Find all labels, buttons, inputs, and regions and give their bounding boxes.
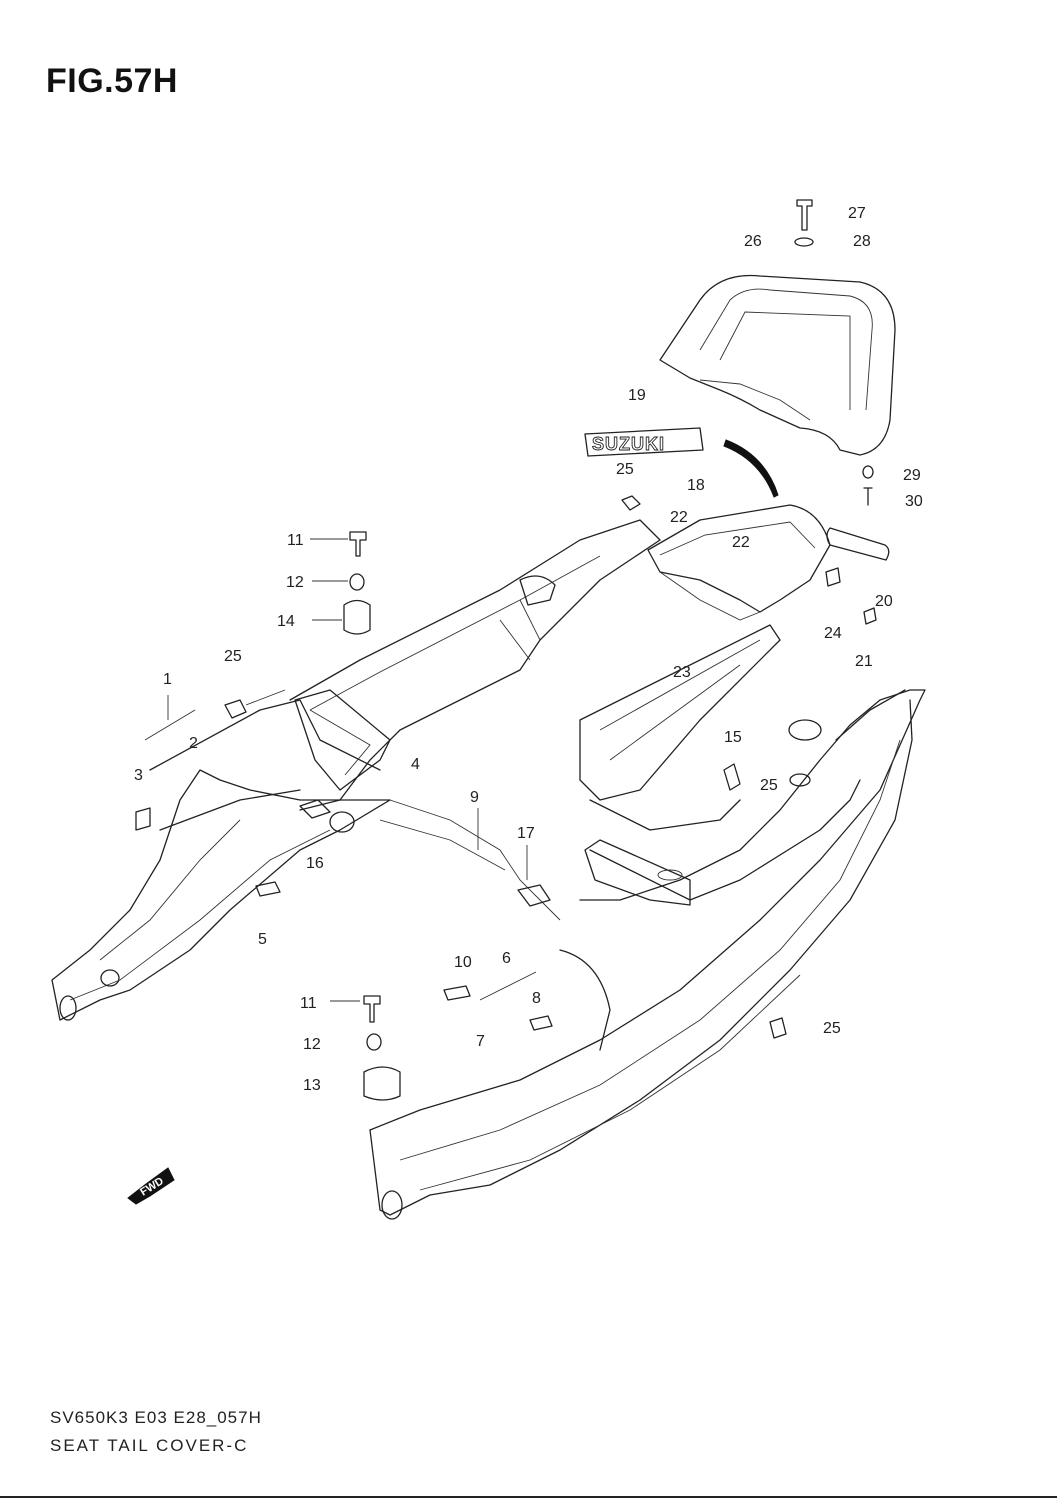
fwd-arrow: FWD: [127, 1167, 175, 1205]
pad-20: [826, 527, 890, 561]
callout-12-lower: 12: [303, 1036, 321, 1053]
callout-11-upper: 11: [287, 532, 304, 549]
callout-13: 13: [303, 1077, 321, 1094]
callout-3: 3: [134, 767, 143, 784]
bolt-stack-lower: [330, 995, 401, 1101]
callout-18: 18: [687, 477, 705, 494]
upper-frame-rail: [289, 519, 661, 811]
callout-5: 5: [258, 931, 267, 948]
clip-25-lower: [769, 1017, 787, 1039]
callout-17: 17: [517, 825, 535, 842]
callout-4: 4: [411, 756, 420, 773]
callout-19: 19: [628, 387, 646, 404]
callout-9: 9: [470, 789, 479, 806]
callout-29: 29: [903, 467, 921, 484]
callout-10: 10: [454, 954, 472, 971]
callout-7: 7: [476, 1033, 485, 1050]
bracket-4: [294, 689, 391, 791]
tail-cowl-right: [369, 689, 926, 1220]
figure-code: SV650K3 E03 E28_057H: [50, 1408, 262, 1427]
clip-24: [825, 567, 841, 587]
callout-23: 23: [673, 664, 691, 681]
center-cover-22: [647, 504, 831, 621]
callout-24: 24: [824, 625, 842, 642]
seat-lock-area: [584, 839, 691, 906]
callout-25-left: 25: [224, 648, 242, 665]
bolt-stack-upper: [310, 531, 371, 635]
callout-15: 15: [724, 729, 742, 746]
callout-25-lower: 25: [823, 1020, 841, 1037]
callout-16: 16: [306, 855, 324, 872]
grab-rail: [659, 274, 896, 456]
tray-23: [579, 624, 781, 831]
small-pads: [135, 807, 553, 1031]
bolt-27-washer: [794, 199, 814, 247]
fastener-16: [299, 799, 331, 819]
left-side-cover: [51, 699, 391, 1021]
callout-22-a: 22: [670, 509, 688, 526]
page-bottom-rule: [0, 1496, 1057, 1498]
callout-12-upper: 12: [286, 574, 304, 591]
callout-2: 2: [189, 735, 198, 752]
clip-25-upper: [621, 495, 641, 511]
item-21: [863, 607, 877, 625]
callout-8: 8: [532, 990, 541, 1007]
grommet-15: [723, 763, 741, 791]
clip-25-left: [224, 699, 247, 719]
callout-20: 20: [875, 593, 893, 610]
callout-27: 27: [848, 205, 866, 222]
figure-name: SEAT TAIL COVER-C: [50, 1436, 249, 1455]
callout-26: 26: [744, 233, 762, 250]
cable-9-17: [379, 799, 561, 921]
callout-25-center: 25: [760, 777, 778, 794]
callout-1: 1: [163, 671, 172, 688]
callout-21: 21: [855, 653, 873, 670]
figure-title: FIG.57H: [46, 62, 178, 100]
callout-14: 14: [277, 613, 295, 630]
suzuki-emblem: SUZUKI: [584, 427, 704, 457]
callout-22-b: 22: [732, 534, 750, 551]
callout-25-upper: 25: [616, 461, 634, 478]
seal-strip-18: [723, 439, 779, 498]
callout-30: 30: [905, 493, 923, 510]
callout-6: 6: [502, 950, 511, 967]
callout-11-lower: 11: [300, 995, 317, 1012]
suzuki-logo-text: SUZUKI: [592, 434, 665, 454]
callout-labels: 1 2 3 4 5 6 7 8 9 10 11 11 12 12 13 14 1…: [134, 205, 923, 1094]
bolt-29-30: [862, 465, 874, 506]
callout-28: 28: [853, 233, 871, 250]
